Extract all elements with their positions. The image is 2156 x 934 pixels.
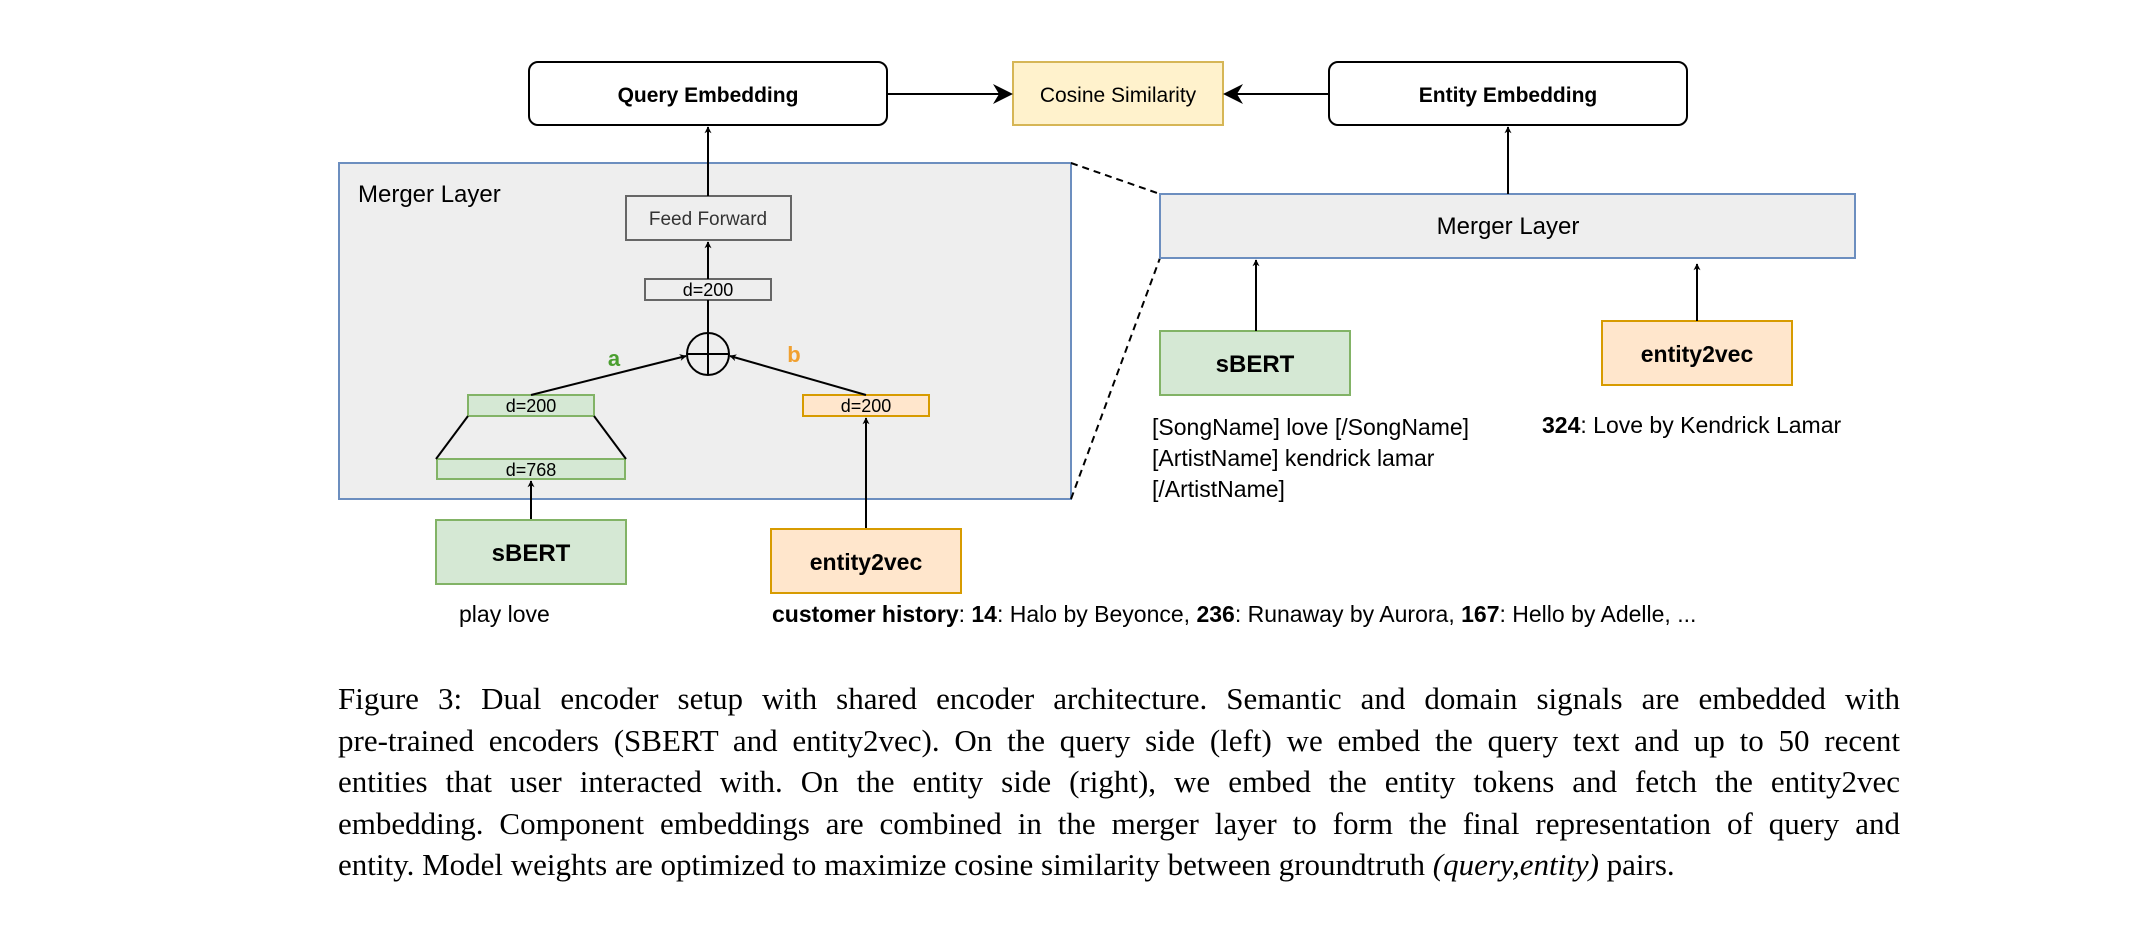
caption-line: Figure 3: Dual encoder setup with shared… bbox=[338, 681, 1900, 716]
customer-history-line: customer history: 14: Halo by Beyonce, 2… bbox=[772, 601, 1696, 627]
entity-id-line: 324: Love by Kendrick Lamar bbox=[1542, 412, 1842, 438]
branch-a-label: a bbox=[608, 346, 621, 371]
customer-history-label: customer history bbox=[772, 601, 959, 627]
caption-last-before: entity. Model weights are optimized to m… bbox=[338, 847, 1433, 883]
figure-caption: Figure 3: Dual encoder setup with shared… bbox=[338, 678, 1900, 886]
right-merger-layer-box bbox=[1159, 193, 1856, 259]
entity-embedding-label: Entity Embedding bbox=[1419, 84, 1598, 107]
caption-italic-term: (query,entity) bbox=[1432, 847, 1599, 883]
caption-last-after: pairs. bbox=[1598, 847, 1675, 883]
history-id: 14 bbox=[971, 601, 997, 627]
history-text: : Hello by Adelle, ... bbox=[1499, 601, 1696, 627]
dim-ff-label: d=200 bbox=[683, 280, 734, 300]
zoom-connector-top bbox=[1070, 162, 1161, 195]
arrow-b-to-sum bbox=[729, 354, 867, 396]
arrow-a-to-sum bbox=[530, 354, 687, 396]
history-colon: : bbox=[959, 601, 972, 627]
cosine-similarity-label: Cosine Similarity bbox=[1040, 84, 1197, 107]
entity-id: 324 bbox=[1542, 412, 1581, 438]
right-sbert-label: sBERT bbox=[1216, 351, 1295, 378]
left-entity2vec-label: entity2vec bbox=[810, 549, 923, 575]
entity-text: : Love by Kendrick Lamar bbox=[1580, 412, 1841, 438]
entity-tokens-line: [ArtistName] kendrick lamar bbox=[1152, 445, 1435, 471]
history-id: 167 bbox=[1461, 601, 1499, 627]
query-text: play love bbox=[459, 601, 550, 627]
projection-edge-right bbox=[593, 415, 627, 460]
left-entity2vec-box bbox=[770, 528, 962, 594]
history-text: : Runaway by Aurora, bbox=[1235, 601, 1461, 627]
right-entity2vec-label: entity2vec bbox=[1641, 341, 1754, 367]
entity-tokens-line: [/ArtistName] bbox=[1152, 476, 1285, 502]
caption-line: pre-trained encoders (SBERT and entity2v… bbox=[338, 722, 1900, 758]
right-entity2vec-box bbox=[1601, 320, 1793, 386]
dim-sbert-in-label: d=768 bbox=[506, 460, 557, 480]
caption-line: embedding. Component embeddings are comb… bbox=[338, 805, 1900, 841]
entity-tokens-line: [SongName] love [/SongName] bbox=[1152, 414, 1469, 440]
zoom-connector-bottom bbox=[1070, 257, 1161, 500]
dual-encoder-diagram: Query Embedding Cosine Similarity Entity… bbox=[338, 61, 1856, 627]
query-embedding-label: Query Embedding bbox=[618, 84, 799, 107]
dim-sbert-in-box bbox=[436, 458, 626, 480]
history-text: : Halo by Beyonce, bbox=[997, 601, 1196, 627]
caption-line-last: entity. Model weights are optimized to m… bbox=[338, 844, 1900, 886]
history-id: 236 bbox=[1196, 601, 1234, 627]
caption-line: entities that user interacted with. On t… bbox=[338, 764, 1900, 800]
dim-sbert-out-label: d=200 bbox=[506, 396, 557, 416]
right-merger-layer-label: Merger Layer bbox=[1437, 213, 1580, 240]
cosine-similarity-box bbox=[1012, 61, 1224, 126]
left-sbert-label: sBERT bbox=[492, 540, 571, 567]
merger-layer-detail-title: Merger Layer bbox=[358, 181, 501, 208]
feed-forward-box bbox=[625, 195, 792, 241]
left-sbert-box bbox=[435, 519, 627, 585]
projection-edge-left bbox=[435, 415, 469, 460]
branch-b-label: b bbox=[787, 342, 800, 367]
feed-forward-label: Feed Forward bbox=[649, 209, 767, 230]
dim-entity-label: d=200 bbox=[841, 396, 892, 416]
